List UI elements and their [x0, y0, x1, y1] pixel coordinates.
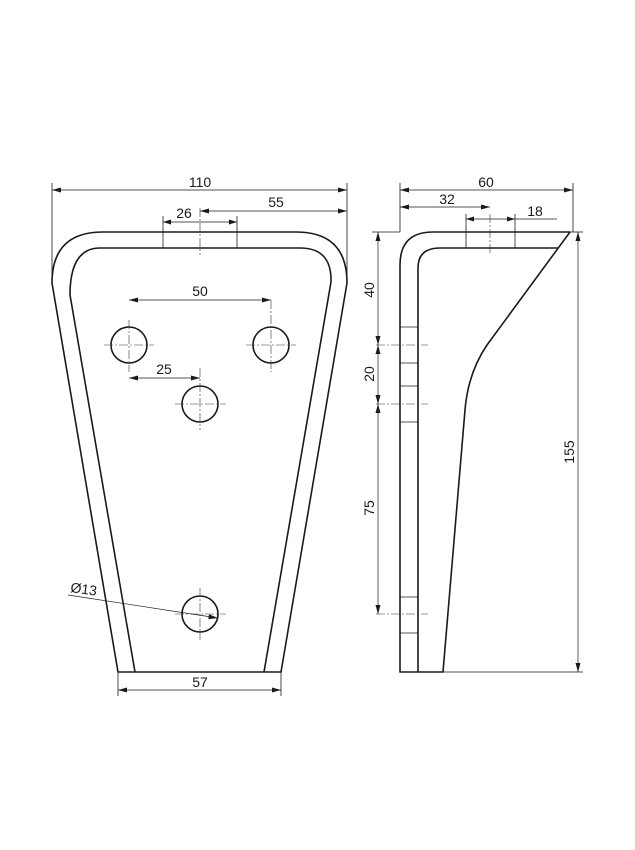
side-outline-inner-bend [417, 247, 558, 672]
dim-hole-diameter-label: Ø13 [70, 579, 99, 599]
dim-arrow [375, 404, 381, 413]
dim-arrow [262, 297, 271, 303]
dim-hole-offset-label: 25 [156, 361, 172, 377]
side-view: 60 32 18 40 20 75 155 [361, 174, 583, 673]
dim-bottom-width-label: 57 [192, 674, 208, 690]
dim-overall-depth-label: 60 [478, 174, 494, 190]
dim-overall-width-label: 110 [189, 174, 212, 190]
dim-leader-diameter [67, 594, 219, 619]
front-outline-inner [69, 247, 332, 673]
dim-arrow [191, 375, 200, 381]
dim-arrow [229, 219, 237, 225]
dim-overall-height-label: 155 [561, 440, 577, 464]
dim-upper-depth-label: 32 [439, 191, 455, 207]
dim-arrow [400, 187, 409, 193]
dim-arrow [481, 204, 490, 210]
dim-arrow [272, 687, 281, 693]
dim-arrow [338, 208, 347, 214]
front-view: 110 55 26 50 25 Ø13 57 [51, 174, 348, 696]
dim-arrow [129, 375, 138, 381]
dim-arrow [200, 208, 209, 214]
dim-top-to-hole-label: 40 [361, 282, 377, 298]
dim-arrow [118, 687, 127, 693]
dim-arrow [375, 605, 381, 614]
dim-arrow [338, 187, 347, 193]
dim-arrow [564, 187, 573, 193]
dim-arrow [507, 216, 515, 222]
dim-arrow [375, 336, 381, 345]
dim-arrow [375, 232, 381, 241]
dim-arrow [375, 395, 381, 404]
dim-top-slot-label: 26 [176, 205, 192, 221]
dim-arrow [400, 204, 409, 210]
dim-arrow [375, 345, 381, 354]
dim-hole-to-bottom-hole-label: 75 [361, 500, 377, 516]
front-outline-outer [51, 231, 348, 673]
dim-arrow [163, 219, 171, 225]
dim-arrow [575, 232, 581, 241]
side-outline-outer [399, 231, 571, 673]
dim-arrow [575, 663, 581, 672]
dim-arrow [466, 216, 474, 222]
dim-arrow [52, 187, 61, 193]
dim-slot-width-label: 18 [527, 203, 543, 219]
dim-hole-spacing-label: 50 [192, 283, 208, 299]
dim-hole-to-hole-label: 20 [361, 366, 377, 382]
dim-half-width-label: 55 [268, 194, 284, 210]
dim-arrow [129, 297, 138, 303]
dim-arrow [208, 614, 218, 620]
